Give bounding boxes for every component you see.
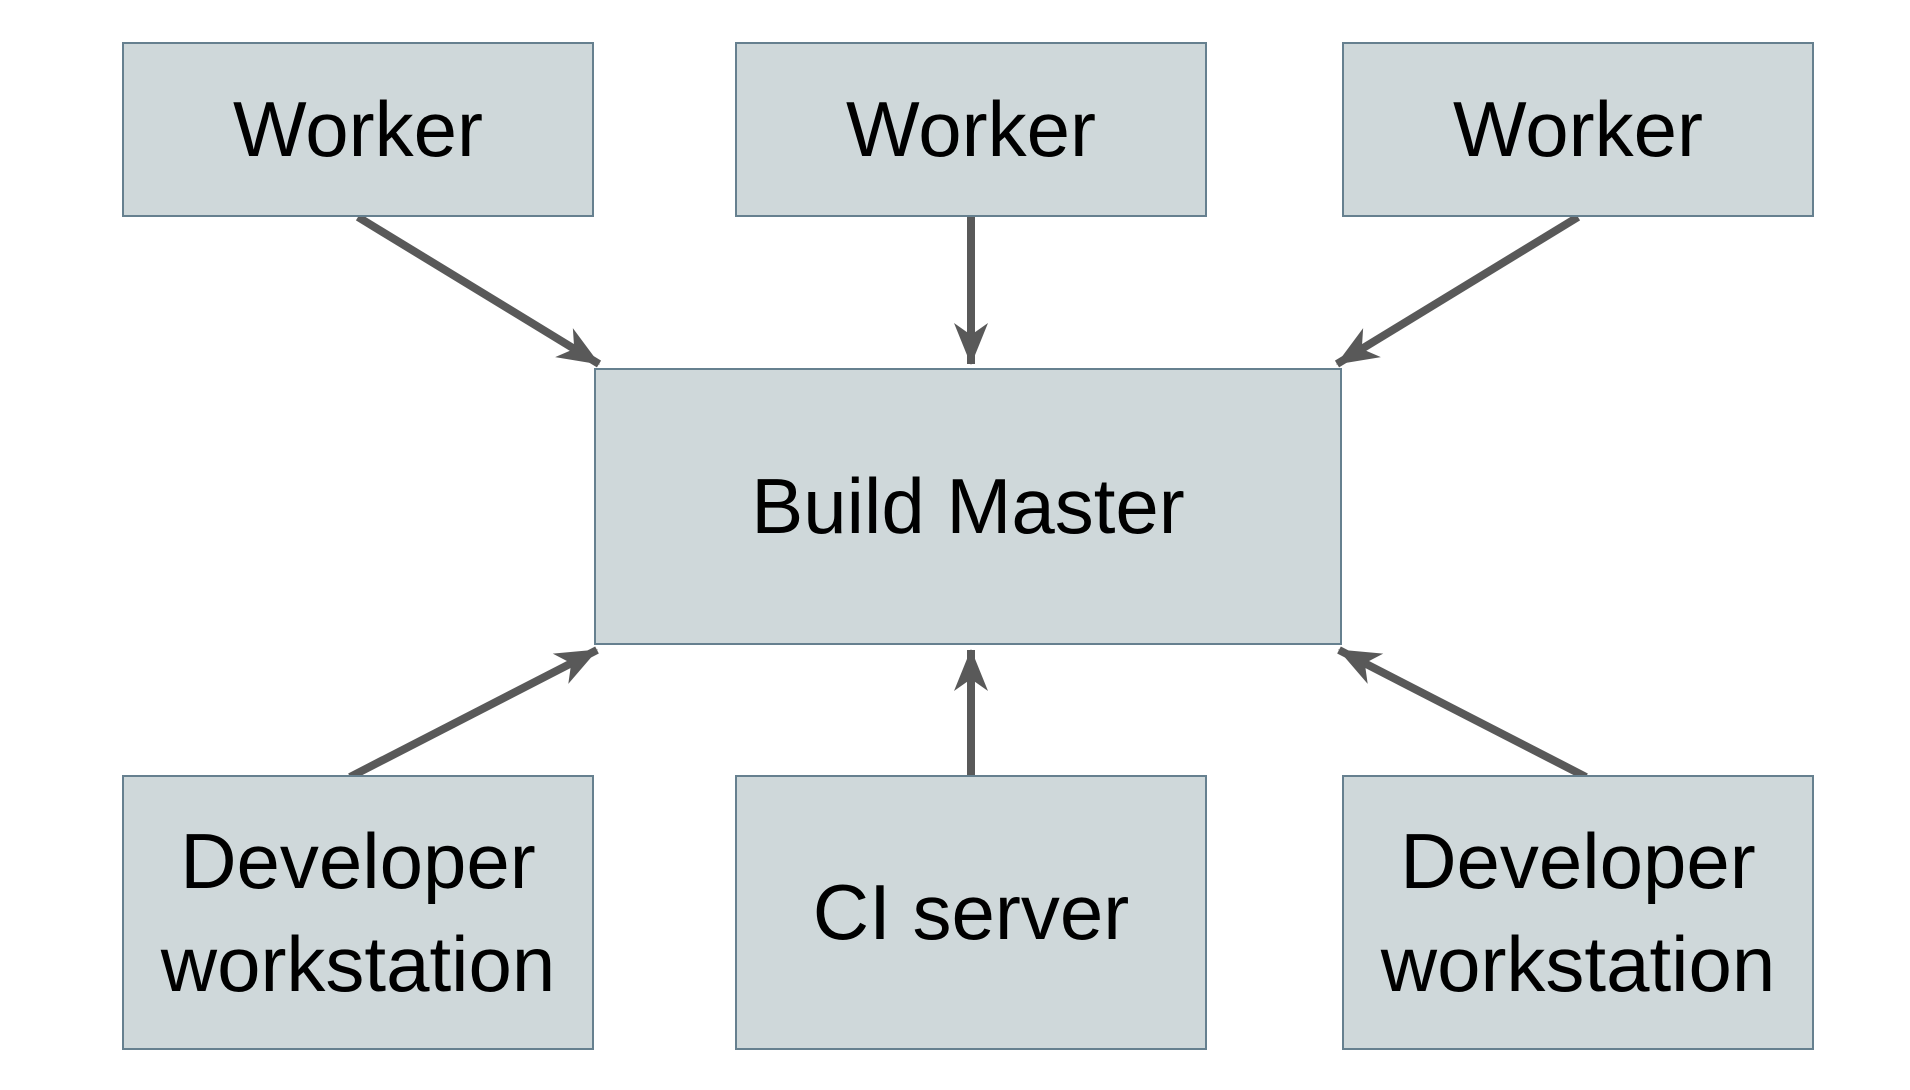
node-build-master-label: Build Master (751, 462, 1185, 551)
node-developer-workstation-right: Developer workstation (1342, 775, 1814, 1050)
node-worker-1: Worker (122, 42, 594, 217)
node-developer-workstation-left: Developer workstation (122, 775, 594, 1050)
node-ci-server-label: CI server (812, 868, 1130, 957)
node-developer-workstation-right-label: Developer workstation (1380, 816, 1776, 1008)
arrow-dev-workstation-left-to-build-master (348, 646, 599, 781)
node-developer-workstation-left-label: Developer workstation (160, 816, 556, 1008)
node-worker-2-label: Worker (846, 85, 1096, 174)
node-build-master: Build Master (594, 368, 1342, 645)
arrow-worker-3-to-build-master (1334, 213, 1581, 368)
node-worker-1-label: Worker (233, 85, 483, 174)
node-ci-server: CI server (735, 775, 1207, 1050)
node-worker-3: Worker (1342, 42, 1814, 217)
node-worker-2: Worker (735, 42, 1207, 217)
arrow-dev-workstation-right-to-build-master (1337, 646, 1588, 781)
node-worker-3-label: Worker (1453, 85, 1703, 174)
arrow-worker-1-to-build-master (355, 213, 602, 368)
